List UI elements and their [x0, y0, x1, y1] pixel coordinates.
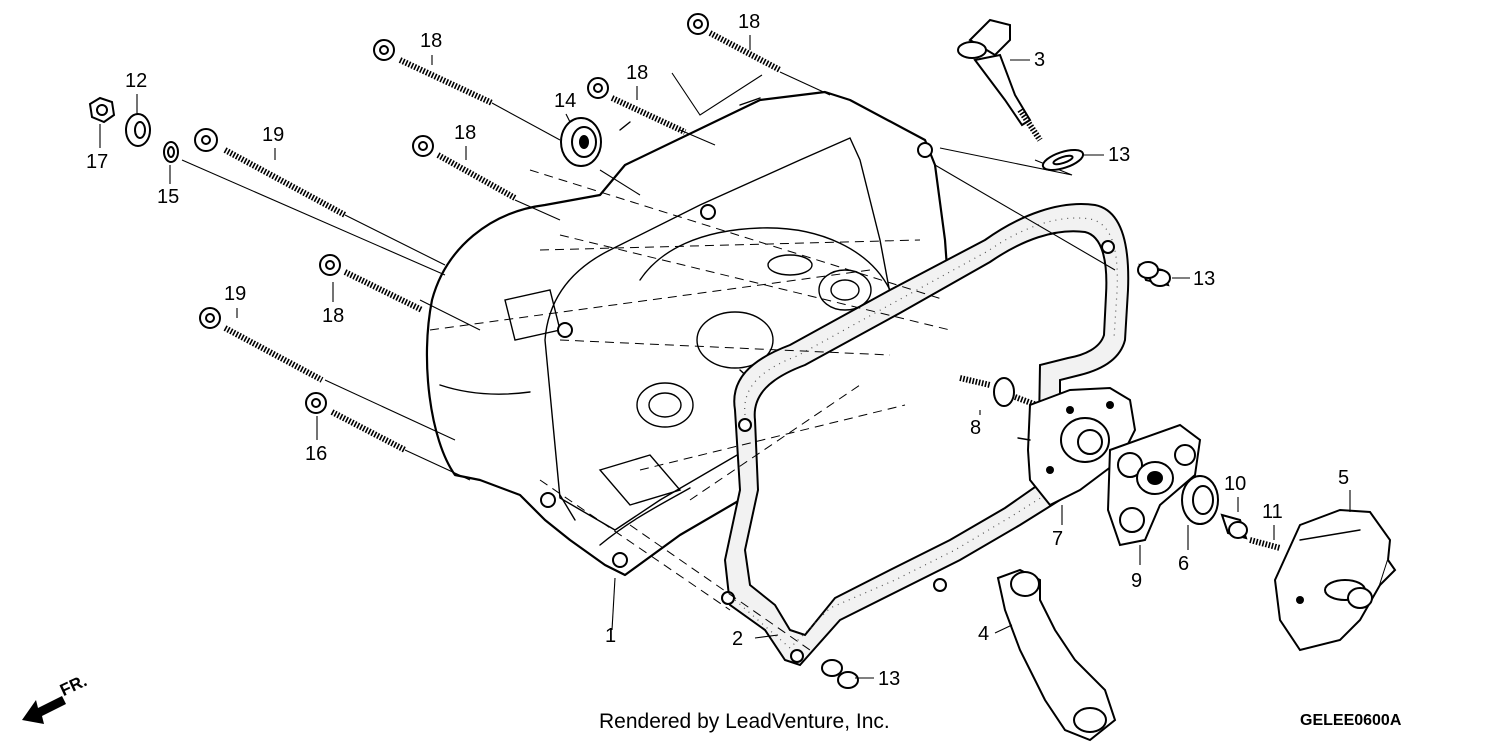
part-label-13: 13	[1193, 268, 1215, 290]
guide-plate-9	[1106, 423, 1202, 547]
part-label-16: 13	[1108, 144, 1130, 166]
part-label-5: 5	[1338, 467, 1349, 489]
label-ticks	[99, 35, 1351, 679]
bolt-18-bottom	[305, 392, 407, 453]
dowel-pin-13-upper	[1137, 261, 1171, 287]
part-label-18: 18	[454, 122, 476, 144]
part-label-19: 19	[224, 283, 246, 305]
render-credit: Rendered by LeadVenture, Inc.	[599, 710, 890, 733]
bolt-19-upper	[373, 39, 494, 106]
part-label-20: 19	[262, 124, 284, 146]
part-label-11: 11	[1262, 501, 1283, 523]
part-label-4: 4	[978, 623, 989, 645]
shift-arm-5	[1273, 508, 1397, 652]
part-label-18: 18	[626, 62, 648, 84]
front-direction-arrow-icon	[22, 696, 66, 724]
part-label-15: 15	[157, 186, 179, 208]
bearing-14	[560, 117, 602, 167]
bolt-19-lower	[199, 307, 324, 383]
dowel-pin-13-lower	[821, 659, 859, 689]
part-label-12: 12	[125, 70, 147, 92]
part-label-18: 16	[305, 443, 327, 465]
part-label-1: 1	[605, 625, 616, 647]
bolt-18-mid	[412, 135, 517, 201]
part-label-13: 13	[878, 668, 900, 690]
diagram-code: GELEE0600A	[1300, 712, 1402, 729]
bolt-11	[1249, 537, 1281, 551]
nut-17	[88, 96, 116, 124]
bolt-18-left	[319, 254, 424, 313]
o-ring-16	[1041, 148, 1085, 172]
part-label-9: 9	[1131, 570, 1142, 592]
alignment-lines	[429, 169, 951, 651]
part-label-14: 14	[554, 90, 576, 112]
bolt-20	[194, 128, 347, 218]
part-label-2: 2	[732, 628, 743, 650]
part-label-18: 18	[322, 305, 344, 327]
part-label-7: 7	[1052, 528, 1063, 550]
oil-seal-6	[1181, 475, 1219, 525]
part-label-3: 3	[1034, 49, 1045, 71]
part-label-6: 6	[1178, 553, 1189, 575]
washer-12	[125, 113, 151, 147]
part-label-17: 17	[86, 151, 108, 173]
part-label-10: 10	[1224, 473, 1246, 495]
part-label-19: 18	[420, 30, 442, 52]
part-label-8: 8	[970, 417, 981, 439]
bolt-18-top	[687, 13, 782, 73]
washer-15	[163, 141, 179, 163]
part-labels: 18 18 18 14 12 17 15 19 18 18 19 16 3 13…	[86, 11, 1349, 690]
leader-lines	[181, 71, 1116, 639]
bolt-18-mid-upper	[587, 77, 687, 135]
shaft-8	[959, 375, 1052, 413]
part-label-18: 18	[738, 11, 760, 33]
kick-lever-4	[996, 568, 1117, 742]
collar-10	[1220, 513, 1248, 540]
oil-filler-cap-3	[957, 18, 1043, 142]
